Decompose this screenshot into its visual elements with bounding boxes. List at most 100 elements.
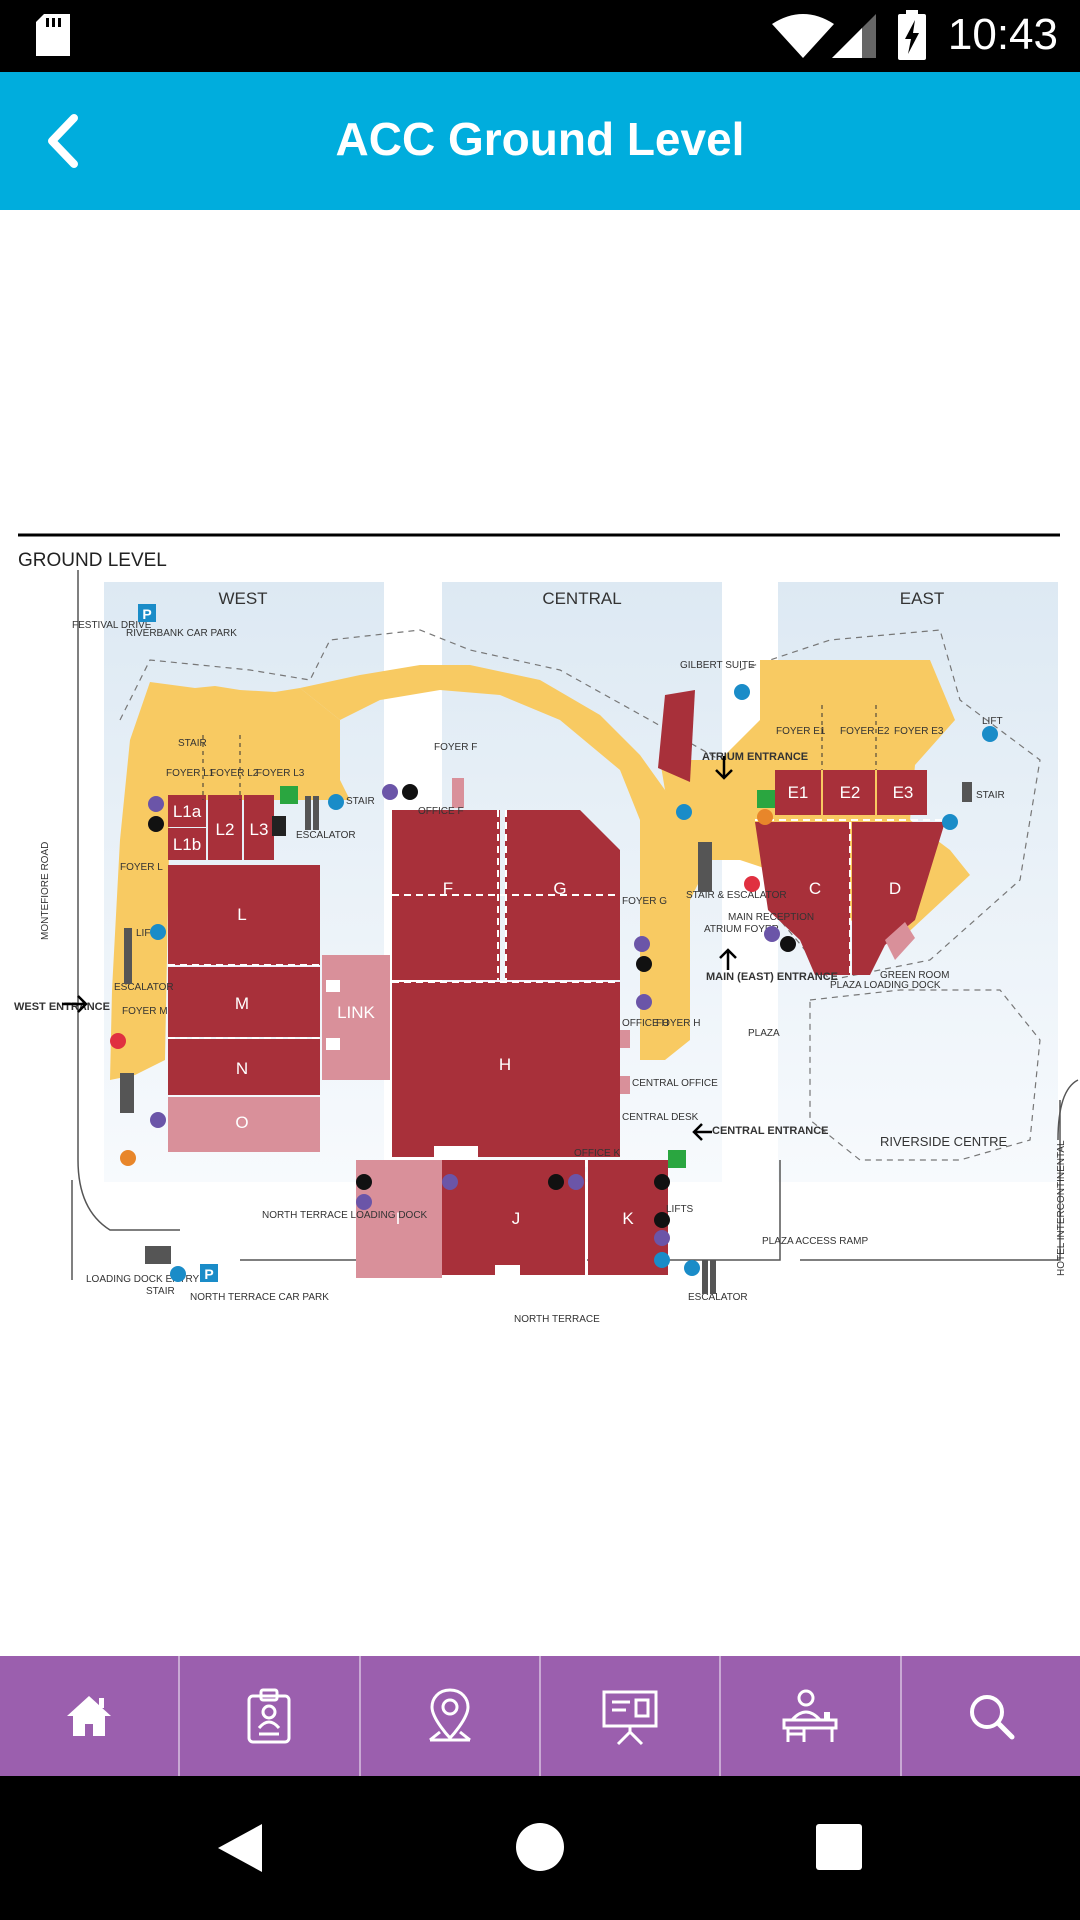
room-gilbert-suite[interactable] (658, 690, 695, 782)
tab-home[interactable] (0, 1656, 181, 1776)
label-north-terrace-car-park: NORTH TERRACE CAR PARK (190, 1292, 329, 1303)
label-atrium-foyer: ATRIUM FOYER (704, 924, 779, 935)
first-aid-icon (280, 786, 298, 804)
room-m[interactable] (168, 967, 320, 1037)
room-l1b[interactable] (168, 828, 206, 860)
reception-icon (744, 876, 760, 892)
first-aid-icon (757, 790, 775, 808)
tab-map[interactable] (361, 1656, 541, 1776)
room-d[interactable] (852, 822, 945, 975)
room-link[interactable] (322, 955, 390, 1080)
nav-home-button[interactable] (515, 1822, 565, 1872)
room-label-h: H (499, 1055, 511, 1074)
room-l2[interactable] (208, 795, 242, 860)
room-l3[interactable] (244, 795, 274, 860)
room-e3[interactable] (877, 770, 927, 815)
label-stair-south: STAIR (146, 1286, 175, 1297)
tab-badge[interactable] (180, 1656, 361, 1776)
map-heading: GROUND LEVEL (18, 550, 167, 571)
accessible-icon (548, 1174, 564, 1190)
label-green-room: GREEN ROOM (880, 970, 949, 981)
svg-text:P: P (204, 1266, 213, 1282)
room-label-n: N (236, 1059, 248, 1078)
lift-icon (328, 794, 344, 810)
label-stair-central: STAIR (346, 796, 375, 807)
room-e2[interactable] (823, 770, 875, 815)
toilets-icon (568, 1174, 584, 1190)
lift-icon (734, 684, 750, 700)
toilets-icon (442, 1174, 458, 1190)
room-l1a[interactable] (168, 795, 206, 827)
room-label-l1a: L1a (173, 802, 202, 821)
toilets-icon (634, 936, 650, 952)
accessible-icon (402, 784, 418, 800)
back-button[interactable] (30, 106, 100, 176)
label-central-office: CENTRAL OFFICE (632, 1078, 718, 1089)
label-lift-west: LIFT (136, 928, 157, 939)
label-central-entrance: CENTRAL ENTRANCE (712, 1125, 829, 1137)
battery-charging-icon (898, 10, 926, 60)
label-foyer-l: FOYER L (120, 862, 163, 873)
reception-icon (110, 1033, 126, 1049)
parking-icon-riverbank: P (138, 604, 156, 622)
nav-back-button[interactable] (214, 1822, 266, 1874)
label-foyer-g: FOYER G (622, 896, 667, 907)
label-gilbert-suite: GILBERT SUITE (680, 660, 755, 671)
label-lift-east: LIFT (982, 716, 1003, 727)
toilets-icon (356, 1194, 372, 1210)
label-foyer-e1: FOYER E1 (776, 726, 826, 737)
accessible-icon (636, 956, 652, 972)
room-j[interactable] (442, 1160, 585, 1275)
room-label-l1b: L1b (173, 835, 201, 854)
map-pin-icon (428, 1688, 471, 1742)
room-label-e1: E1 (788, 783, 809, 802)
floor-map[interactable]: GROUND LEVEL WEST CENTRAL EAST (0, 520, 1080, 1360)
label-stair-escalator: STAIR & ESCALATOR (686, 890, 787, 901)
label-foyer-h: FOYER H (656, 1018, 700, 1029)
toilets-icon (764, 926, 780, 942)
status-bar: 10:43 (0, 0, 1080, 72)
lift-icon (942, 814, 958, 830)
room-label-g: G (553, 879, 566, 898)
lift-icon (170, 1266, 186, 1282)
room-h[interactable] (392, 982, 620, 1157)
parking-icon-north-terrace: P (200, 1264, 218, 1282)
room-label-k: K (622, 1209, 634, 1228)
tab-reception[interactable] (721, 1656, 902, 1776)
label-foyer-l2: FOYER L2 (210, 768, 259, 779)
square-recents-icon (816, 1824, 862, 1870)
room-c[interactable] (755, 822, 850, 975)
room-o[interactable] (168, 1097, 320, 1152)
room-e1[interactable] (775, 770, 821, 815)
label-north-terrace: NORTH TERRACE (514, 1314, 600, 1325)
tab-presentation[interactable] (541, 1656, 722, 1776)
status-time: 10:43 (947, 10, 1058, 59)
room-n[interactable] (168, 1039, 320, 1095)
chevron-left-icon (48, 114, 78, 168)
tab-search[interactable] (902, 1656, 1080, 1776)
label-north-terrace-loading-dock: NORTH TERRACE LOADING DOCK (262, 1210, 428, 1221)
reception-desk-icon (782, 1689, 838, 1742)
accessible-icon (780, 936, 796, 952)
foyer-area-central-arc (300, 665, 690, 1060)
lift-icon (150, 924, 166, 940)
room-l[interactable] (168, 865, 320, 965)
toilets-icon (636, 994, 652, 1010)
accessible-icon (356, 1174, 372, 1190)
room-label-l: L (237, 905, 246, 924)
nav-recents-button[interactable] (816, 1824, 862, 1870)
room-label-m: M (235, 994, 249, 1013)
label-hotel-intercontinental: HOTEL INTERCONTINENTAL (1056, 1140, 1067, 1276)
label-foyer-e3: FOYER E3 (894, 726, 944, 737)
info-icon (120, 1150, 136, 1166)
page-title: ACC Ground Level (335, 113, 745, 165)
label-stair-east: STAIR (976, 790, 1005, 801)
label-atrium-entrance: ATRIUM ENTRANCE (702, 751, 808, 763)
label-escalator-central: ESCALATOR (296, 830, 356, 841)
toilets-icon (150, 1112, 166, 1128)
sd-card-icon (36, 14, 70, 56)
cell-signal-icon (832, 14, 876, 58)
room-label-j: J (512, 1209, 521, 1228)
room-label-e2: E2 (840, 783, 861, 802)
foyer-area-west (110, 682, 350, 1080)
